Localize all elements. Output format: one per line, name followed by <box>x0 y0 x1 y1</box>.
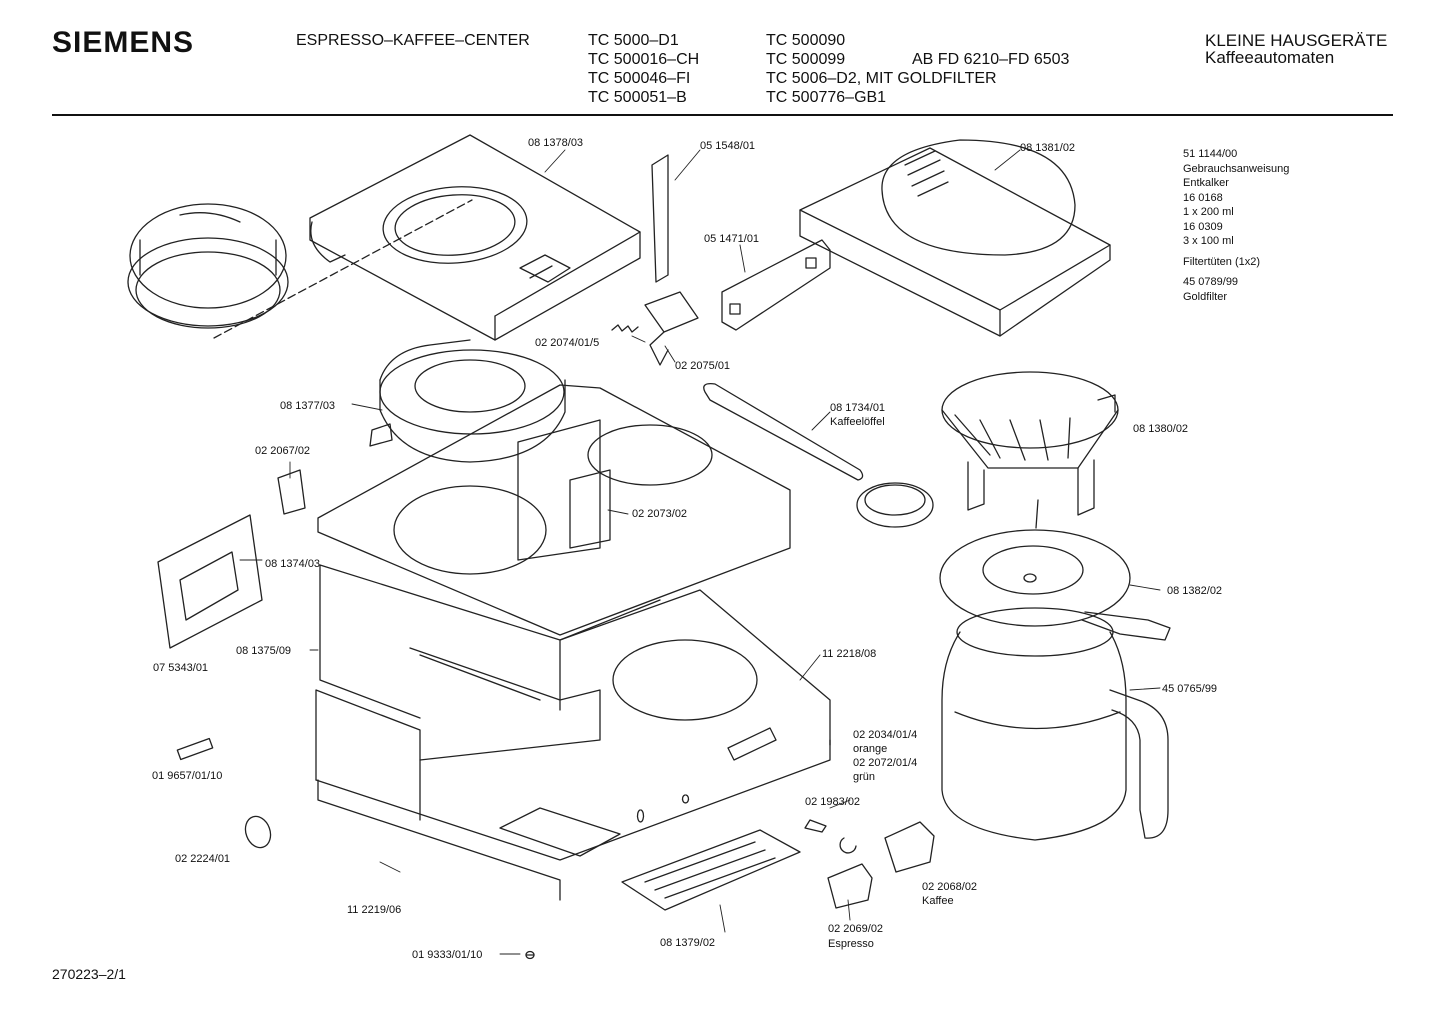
label-022067: 02 2067/02 <box>255 445 310 457</box>
accessory-list: 51 1144/00 Gebrauchsanweisung Entkalker … <box>1183 147 1289 304</box>
accessory-part: 16 0168 <box>1183 191 1223 204</box>
brand-logo: SIEMENS <box>52 26 195 59</box>
fd-range: AB FD 6210–FD 6503 <box>912 51 1070 68</box>
label-081377: 08 1377/03 <box>280 400 335 412</box>
carafe-drawing <box>941 607 1169 841</box>
label-112218: 11 2218/08 <box>822 648 876 660</box>
model-item: TC 500046–FI <box>588 70 691 87</box>
label-022073: 02 2073/02 <box>632 508 687 520</box>
accessory-part: 51 1144/00 <box>1183 148 1238 160</box>
model-list-1: TC 5000–D1 TC 500016–CH TC 500046–FI TC … <box>588 31 699 107</box>
label-450765: 45 0765/99 <box>1162 683 1217 695</box>
label-022072-desc: grün <box>853 771 875 783</box>
label-081375: 08 1375/09 <box>236 645 291 657</box>
drip-grill-drawing <box>621 829 801 911</box>
tank-lid-drawing <box>127 199 473 339</box>
header-rule <box>52 114 1393 116</box>
subcategory-title: Kaffeeautomaten <box>1205 48 1335 67</box>
product-title: ESPRESSO–KAFFEE–CENTER <box>296 32 530 49</box>
label-081378: 08 1378/03 <box>528 137 583 149</box>
bracket-drawing <box>721 239 831 331</box>
strip-drawing <box>651 154 669 283</box>
accessory-part: Entkalker <box>1183 177 1229 189</box>
label-021983: 02 1983/02 <box>805 796 860 808</box>
model-item: TC 500016–CH <box>588 51 700 68</box>
accessory-desc: Goldfilter <box>1183 290 1228 303</box>
carafe-lid-drawing <box>939 499 1171 641</box>
right-cover-drawing <box>799 139 1111 337</box>
model-item: TC 500090 <box>766 32 846 49</box>
label-022034: 02 2034/01/4 <box>853 729 917 741</box>
upper-lid-drawing <box>309 134 641 341</box>
label-019333: 01 9333/01/10 <box>412 949 482 961</box>
accessory-desc: 3 x 100 ml <box>1183 235 1234 247</box>
leader-lines <box>239 149 1161 955</box>
filter-holder-drawing <box>369 339 566 463</box>
model-item: TC 500776–GB1 <box>766 89 887 106</box>
accessory-part: 16 0309 <box>1183 220 1223 233</box>
label-019657: 01 9657/01/10 <box>152 770 222 782</box>
filter-cone-drawing <box>941 371 1119 516</box>
label-081382: 08 1382/02 <box>1167 585 1222 597</box>
rivet-icon <box>525 950 535 960</box>
label-081381: 08 1381/02 <box>1020 142 1075 154</box>
coffee-spoon-drawing <box>703 383 934 528</box>
label-081734-desc: Kaffeelöffel <box>830 416 885 428</box>
label-022068-desc: Kaffee <box>922 895 954 907</box>
model-item: TC 500099 <box>766 51 846 68</box>
accessory-part: 45 0789/99 <box>1183 276 1239 288</box>
label-081380: 08 1380/02 <box>1133 423 1188 435</box>
accessory-desc: Gebrauchsanweisung <box>1183 162 1290 175</box>
label-022034-desc: orange <box>853 743 887 755</box>
label-081374: 08 1374/03 <box>265 558 320 570</box>
label-081379: 08 1379/02 <box>660 937 715 949</box>
category-title: KLEINE HAUSGERÄTE <box>1205 31 1388 50</box>
model-item: TC 500051–B <box>588 89 687 106</box>
small-parts-drawing <box>157 469 935 909</box>
label-022224: 02 2224/01 <box>175 853 230 865</box>
model-list-2: TC 500090 TC 500099 TC 5006–D2, MIT GOLD… <box>766 31 997 107</box>
label-051548: 05 1548/01 <box>700 140 755 152</box>
label-075343: 07 5343/01 <box>153 662 208 674</box>
label-022072: 02 2072/01/4 <box>853 757 917 769</box>
label-022068: 02 2068/02 <box>922 881 977 893</box>
label-081734: 08 1734/01 <box>830 402 885 414</box>
accessory-desc: 1 x 200 ml <box>1183 206 1234 218</box>
part-labels: 08 1378/03 05 1548/01 08 1381/02 05 1471… <box>152 137 1222 961</box>
model-item: TC 5000–D1 <box>588 32 679 49</box>
main-housing-drawing <box>315 384 831 901</box>
model-item: TC 5006–D2, MIT GOLDFILTER <box>766 70 997 87</box>
label-022074: 02 2074/01/5 <box>535 337 599 349</box>
accessory-part: Filtertüten (1x2) <box>1183 255 1261 268</box>
drawing-code: 270223–2/1 <box>52 966 126 982</box>
label-112219: 11 2219/06 <box>347 904 401 916</box>
label-022069: 02 2069/02 <box>828 923 883 935</box>
latch-drawing <box>611 291 699 366</box>
label-051471: 05 1471/01 <box>704 233 759 245</box>
label-022069-desc: Espresso <box>828 938 874 950</box>
label-022075: 02 2075/01 <box>675 360 730 372</box>
